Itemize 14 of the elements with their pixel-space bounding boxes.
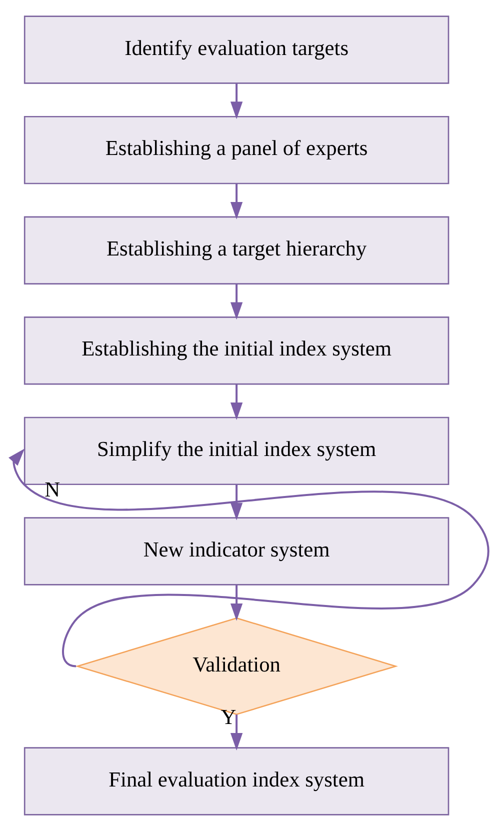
arrow: [230, 284, 243, 320]
node-box: Identify evaluation targets: [24, 15, 450, 84]
node-box: New indicator system: [24, 516, 450, 585]
arrow: [230, 183, 243, 219]
arrow: [230, 714, 243, 750]
node-box: Establishing a target hierarchy: [24, 216, 450, 284]
arrow: [8, 448, 489, 667]
node-box: Final evaluation index system: [24, 746, 450, 815]
node-box: Establishing a panel of experts: [24, 115, 450, 184]
node-box: Establishing the initial index system: [24, 316, 450, 384]
arrow: [230, 484, 243, 520]
arrow: [230, 584, 243, 620]
arrow: [230, 384, 243, 420]
arrow: [230, 83, 243, 119]
